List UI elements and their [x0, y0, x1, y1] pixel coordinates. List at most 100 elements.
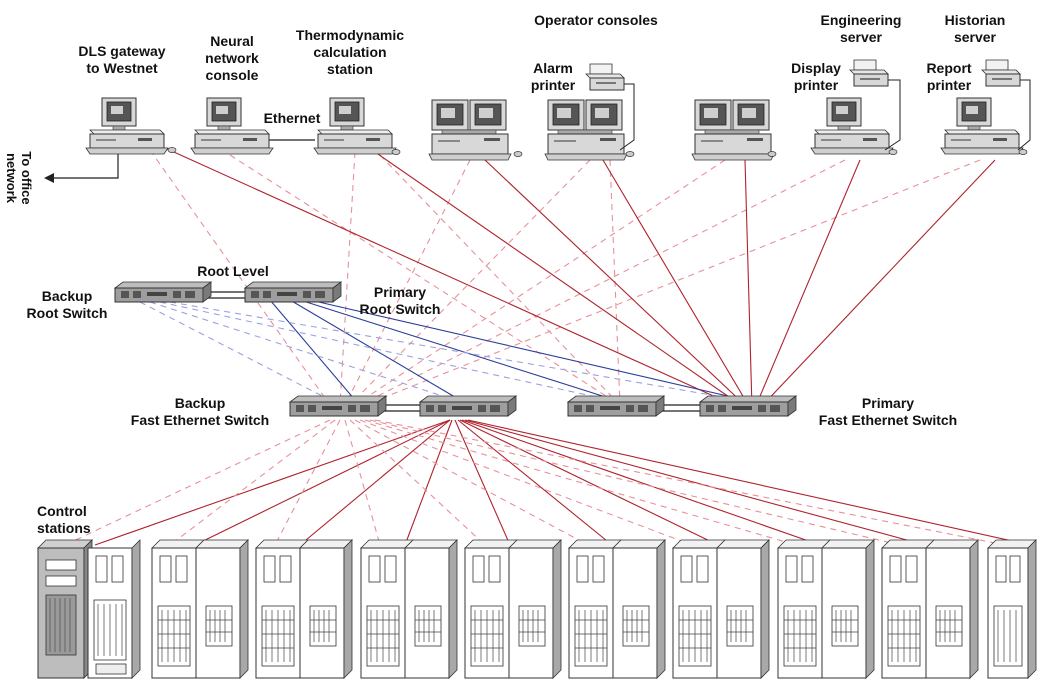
root-backup-link [149, 301, 456, 401]
primary-fe-switch-label-1: Primary [862, 395, 914, 411]
printer-cable [884, 79, 901, 151]
report-printer-label-2: printer [927, 77, 972, 93]
control-stations-label-1: Control [37, 503, 87, 519]
primary-link [459, 419, 719, 546]
display-printer-label-1: Display [791, 60, 841, 76]
control-station-cabinet[interactable] [255, 539, 353, 679]
office-network-label-1: To office [19, 151, 34, 204]
neural-console-label-2: network [205, 50, 259, 66]
report-printer-icon[interactable] [981, 59, 1021, 87]
primary-root-switch-label-1: Primary [374, 284, 426, 300]
control-station-cabinet[interactable] [881, 539, 979, 679]
backup-root-switch-label-2: Root Switch [27, 305, 108, 321]
control-stations [37, 539, 1037, 679]
primary-link [484, 159, 749, 409]
historian-server-label-1: Historian [945, 12, 1006, 28]
thermo-station-label-2: calculation [313, 44, 386, 60]
backup-link [169, 419, 336, 546]
thermodynamic-station[interactable] [313, 97, 397, 155]
root-backup-link [139, 301, 331, 401]
control-station-cabinet[interactable] [568, 539, 666, 679]
historian-server[interactable] [940, 97, 1024, 155]
backup-root-switch-label-1: Backup [42, 288, 93, 304]
backup-link [359, 419, 693, 546]
primary-root-switch-label-2: Root Switch [360, 301, 441, 317]
root-link [289, 299, 461, 401]
alarm-printer-label-1: Alarm [533, 60, 573, 76]
operator-console-1[interactable] [428, 99, 512, 161]
root-backup-link [169, 301, 741, 401]
mouse-icon [391, 149, 401, 155]
office-network-label-2: network [4, 153, 19, 204]
primary-link [374, 151, 746, 409]
primary-link [454, 419, 511, 546]
backup-link [354, 159, 726, 406]
control-station-cabinet[interactable] [464, 539, 562, 679]
engineering-server-label-2: server [840, 29, 883, 45]
control-station-cabinet[interactable] [151, 539, 249, 679]
primary-root-switch[interactable] [244, 281, 342, 303]
ethernet-label: Ethernet [264, 110, 321, 126]
display-printer-icon[interactable] [849, 59, 889, 87]
backup-link [364, 419, 797, 546]
primary-link [299, 419, 451, 546]
display-printer-label-2: printer [794, 77, 839, 93]
mouse-icon [767, 151, 777, 157]
backup-root-switch[interactable] [114, 281, 212, 303]
control-station-cabinet[interactable] [37, 539, 141, 679]
neural-network-console[interactable] [190, 97, 274, 155]
backup-link [379, 154, 621, 406]
backup-link [349, 419, 486, 546]
primary-fe-switch-a[interactable] [567, 395, 665, 417]
backup-link [369, 419, 901, 546]
backup-link [364, 159, 981, 406]
backup-fe-switch-label-1: Backup [175, 395, 226, 411]
primary-link [464, 419, 926, 546]
neural-console-label-3: console [206, 67, 259, 83]
report-printer-label-1: Report [926, 60, 971, 76]
printer-cable [1017, 79, 1031, 151]
primary-link [461, 419, 821, 546]
operator-consoles-label: Operator consoles [534, 12, 658, 28]
backup-link [339, 151, 356, 406]
engineering-server[interactable] [810, 97, 894, 155]
dls-gateway-label-1: DLS gateway [78, 43, 165, 59]
backup-link [149, 149, 331, 406]
control-station-cabinet[interactable] [987, 539, 1037, 679]
primary-link [404, 419, 453, 546]
dls-gateway-label-2: to Westnet [86, 60, 158, 76]
root-link [269, 299, 356, 401]
backup-link [274, 419, 341, 546]
primary-link [164, 147, 741, 409]
primary-link [744, 159, 753, 409]
control-station-cabinet[interactable] [672, 539, 770, 679]
alarm-printer-icon[interactable] [585, 63, 625, 91]
primary-link [467, 419, 1031, 546]
dls-gateway-computer[interactable] [85, 97, 169, 155]
backup-link [359, 159, 846, 406]
mouse-icon [625, 151, 635, 157]
control-station-cabinet[interactable] [360, 539, 458, 679]
primary-fe-switch-b[interactable] [699, 395, 797, 417]
neural-console-label-1: Neural [210, 33, 254, 49]
backup-link [349, 159, 591, 406]
backup-link [344, 159, 471, 406]
mouse-icon [888, 149, 898, 155]
operator-console-3[interactable] [691, 99, 775, 161]
primary-link [602, 159, 751, 409]
backup-fe-switch-a[interactable] [289, 395, 387, 417]
backup-fe-switch-b[interactable] [419, 395, 517, 417]
operator-console-2[interactable] [544, 99, 628, 161]
backup-link [229, 154, 621, 406]
mouse-icon [513, 151, 523, 157]
thermo-station-label-1: Thermodynamic [296, 27, 404, 43]
primary-link [754, 159, 861, 409]
historian-server-label-2: server [954, 29, 997, 45]
root-link [299, 299, 616, 401]
control-station-cabinet[interactable] [777, 539, 875, 679]
primary-link [194, 419, 451, 546]
primary-link [94, 419, 451, 546]
mouse-icon [167, 147, 177, 153]
